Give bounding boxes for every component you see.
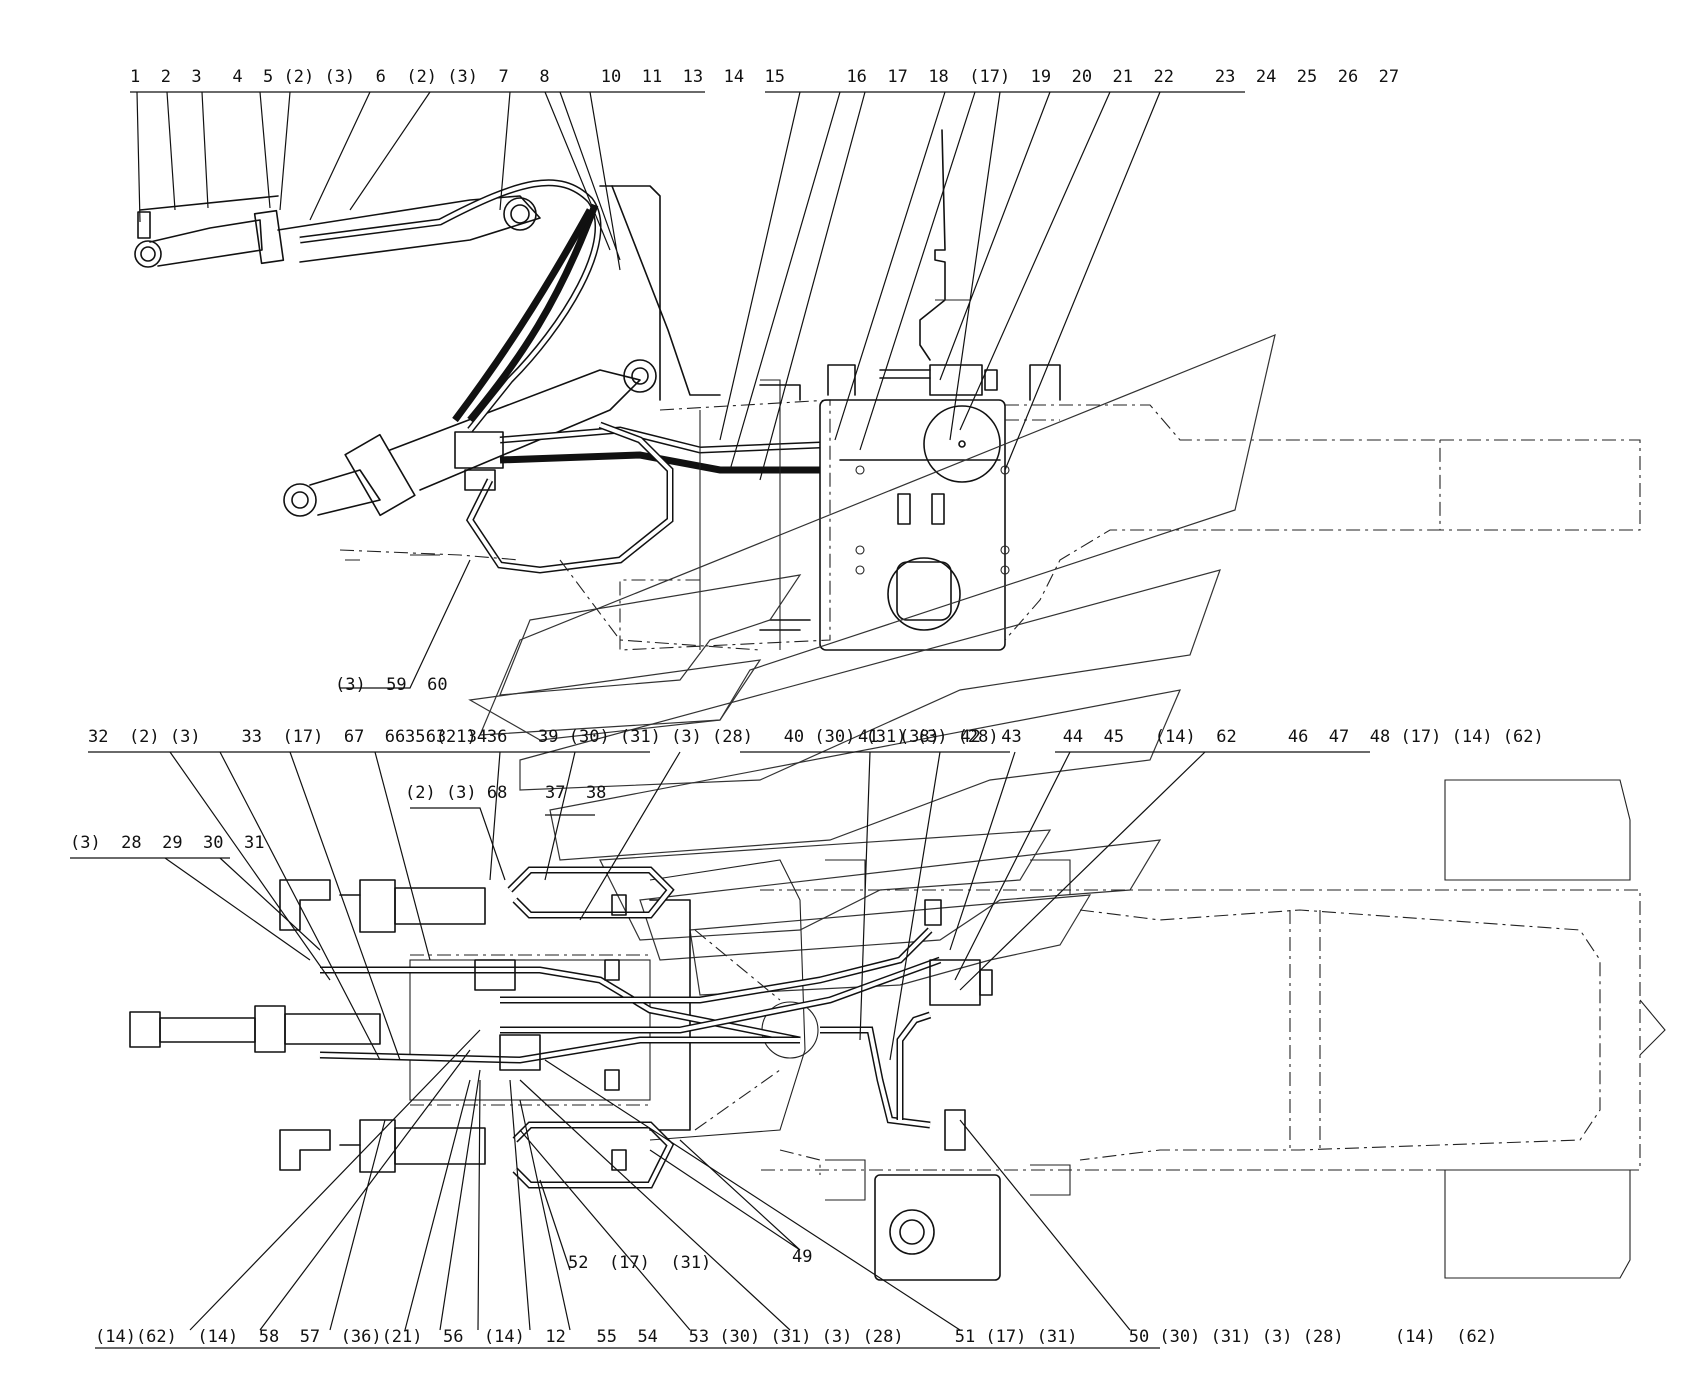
callout-52: 52 (17) (31) — [568, 1253, 711, 1273]
callout-68: (2) (3) 68 — [405, 783, 507, 803]
callout-49: 49 — [792, 1247, 812, 1267]
callout-row-35-40: 35 (21) 36 39 (30) (31) (3) (28) 40 (30)… — [405, 727, 999, 747]
callout-59-60: (3) 59 60 — [335, 675, 448, 695]
upper-assembly-view — [134, 129, 1641, 651]
callout-leaders — [70, 91, 1370, 1349]
callout-37-38: 37 38 — [545, 783, 606, 803]
callout-row-41-48: 41 (38) 42 43 44 45 (14) 62 46 47 48 (17… — [858, 727, 1544, 747]
callout-labels: 1 2 3 4 5 (2) (3) 6 (2) (3) 7 8 10 11 13… — [70, 67, 1544, 1347]
callout-row-32-34: 32 (2) (3) 33 (17) 67 66 63 34 — [88, 727, 487, 747]
section-arrow-outlines — [468, 334, 1276, 996]
callout-top-row: 1 2 3 4 5 (2) (3) 6 (2) (3) 7 8 10 11 13… — [130, 67, 1399, 87]
lower-plan-view — [129, 779, 1666, 1281]
callout-28-31: (3) 28 29 30 31 — [70, 833, 264, 853]
callout-bottom-row: (14)(62) (14) 58 57 (36)(21) 56 (14) 12 … — [95, 1327, 1497, 1347]
